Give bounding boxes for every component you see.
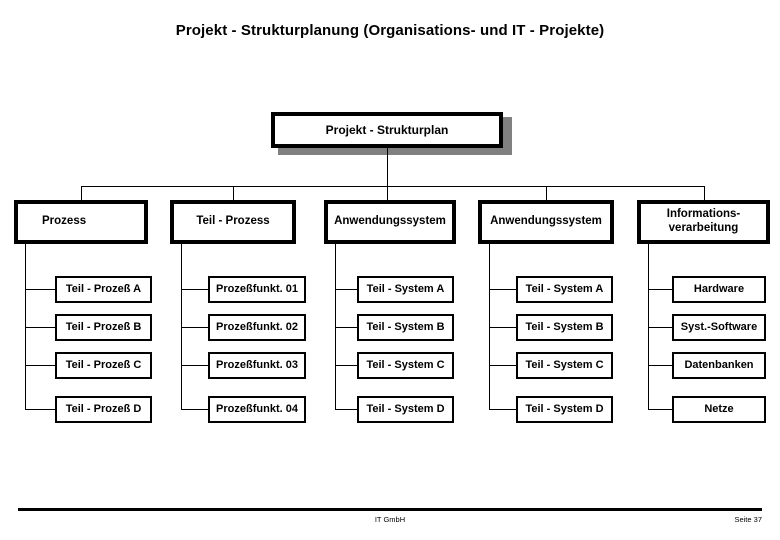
connector-trunk-1 (25, 244, 26, 409)
column-header-prozess[interactable]: Prozess (14, 200, 148, 244)
leaf-node[interactable]: Datenbanken (672, 352, 766, 379)
connector-bus-drop-4 (546, 186, 547, 200)
footer-divider (18, 508, 762, 511)
connector-bus-drop-1 (81, 186, 82, 200)
leaf-node[interactable]: Teil - System C (516, 352, 613, 379)
column-header-label: Informations- verarbeitung (666, 208, 741, 234)
connector-root-drop (387, 148, 388, 186)
leaf-node-label: Teil - Prozeß A (65, 283, 142, 296)
connector-elbow-2-3 (181, 365, 208, 366)
connector-elbow-2-1 (181, 289, 208, 290)
leaf-node[interactable]: Netze (672, 396, 766, 423)
connector-elbow-5-3 (648, 365, 672, 366)
connector-elbow-3-3 (335, 365, 357, 366)
connector-elbow-3-4 (335, 409, 357, 410)
connector-elbow-1-4 (25, 409, 55, 410)
leaf-node[interactable]: Prozeßfunkt. 02 (208, 314, 306, 341)
footer-page-number: Seite 37 (734, 515, 762, 524)
leaf-node[interactable]: Teil - Prozeß B (55, 314, 152, 341)
leaf-node-label: Syst.-Software (680, 321, 758, 334)
connector-elbow-1-2 (25, 327, 55, 328)
connector-elbow-3-2 (335, 327, 357, 328)
connector-elbow-4-2 (489, 327, 516, 328)
leaf-node[interactable]: Teil - Prozeß A (55, 276, 152, 303)
leaf-node-label: Teil - System B (366, 321, 445, 334)
column-header-label: Anwendungssystem (490, 215, 602, 228)
leaf-node-label: Teil - System C (366, 359, 445, 372)
leaf-node-label: Netze (704, 403, 734, 416)
connector-elbow-4-1 (489, 289, 516, 290)
connector-elbow-4-3 (489, 365, 516, 366)
leaf-node[interactable]: Prozeßfunkt. 04 (208, 396, 306, 423)
connector-trunk-2 (181, 244, 182, 409)
connector-trunk-3 (335, 244, 336, 409)
leaf-node[interactable]: Syst.-Software (672, 314, 766, 341)
leaf-node[interactable]: Prozeßfunkt. 03 (208, 352, 306, 379)
connector-elbow-5-1 (648, 289, 672, 290)
connector-bus-drop-2 (233, 186, 234, 200)
leaf-node[interactable]: Teil - System A (357, 276, 454, 303)
leaf-node-label: Teil - System A (366, 283, 445, 296)
connector-elbow-2-4 (181, 409, 208, 410)
leaf-node[interactable]: Teil - System A (516, 276, 613, 303)
leaf-node-label: Teil - System A (525, 283, 604, 296)
leaf-node[interactable]: Teil - System B (516, 314, 613, 341)
leaf-node-label: Teil - System B (525, 321, 604, 334)
connector-bus-bar (81, 186, 704, 187)
column-header-informationsverarbeitung[interactable]: Informations- verarbeitung (637, 200, 770, 244)
leaf-node[interactable]: Teil - System B (357, 314, 454, 341)
connector-elbow-1-3 (25, 365, 55, 366)
root-node-label: Projekt - Strukturplan (325, 122, 449, 137)
leaf-node[interactable]: Teil - System D (516, 396, 613, 423)
leaf-node-label: Teil - System D (525, 403, 604, 416)
leaf-node-label: Teil - Prozeß B (65, 321, 142, 334)
connector-elbow-5-2 (648, 327, 672, 328)
leaf-node-label: Hardware (693, 283, 745, 296)
leaf-node[interactable]: Teil - System D (357, 396, 454, 423)
connector-elbow-4-4 (489, 409, 516, 410)
leaf-node-label: Teil - System C (525, 359, 604, 372)
leaf-node[interactable]: Prozeßfunkt. 01 (208, 276, 306, 303)
connector-trunk-4 (489, 244, 490, 409)
connector-trunk-5 (648, 244, 649, 409)
page-title: Projekt - Strukturplanung (Organisations… (175, 22, 605, 39)
connector-elbow-5-4 (648, 409, 672, 410)
leaf-node-label: Prozeßfunkt. 01 (216, 283, 298, 296)
column-header-label: Teil - Prozess (196, 215, 270, 228)
leaf-node[interactable]: Teil - System C (357, 352, 454, 379)
connector-bus-drop-3 (387, 186, 388, 200)
leaf-node-label: Teil - Prozeß C (65, 359, 142, 372)
column-header-label: Anwendungssystem (334, 215, 446, 228)
column-header-teil-prozess[interactable]: Teil - Prozess (170, 200, 296, 244)
column-header-anwendungssystem-1[interactable]: Anwendungssystem (324, 200, 456, 244)
leaf-node-label: Prozeßfunkt. 04 (216, 403, 298, 416)
leaf-node-label: Teil - System D (366, 403, 445, 416)
footer-company: IT GmbH (374, 515, 406, 524)
leaf-node[interactable]: Hardware (672, 276, 766, 303)
leaf-node-label: Teil - Prozeß D (65, 403, 142, 416)
column-header-label: Prozess (42, 215, 87, 228)
leaf-node-label: Prozeßfunkt. 02 (216, 321, 298, 334)
column-header-anwendungssystem-2[interactable]: Anwendungssystem (478, 200, 614, 244)
connector-elbow-1-1 (25, 289, 55, 290)
leaf-node[interactable]: Teil - Prozeß D (55, 396, 152, 423)
connector-elbow-3-1 (335, 289, 357, 290)
root-node[interactable]: Projekt - Strukturplan (271, 112, 503, 148)
connector-elbow-2-2 (181, 327, 208, 328)
leaf-node-label: Prozeßfunkt. 03 (216, 359, 298, 372)
leaf-node-label: Datenbanken (684, 359, 754, 372)
connector-bus-drop-5 (704, 186, 705, 200)
leaf-node[interactable]: Teil - Prozeß C (55, 352, 152, 379)
